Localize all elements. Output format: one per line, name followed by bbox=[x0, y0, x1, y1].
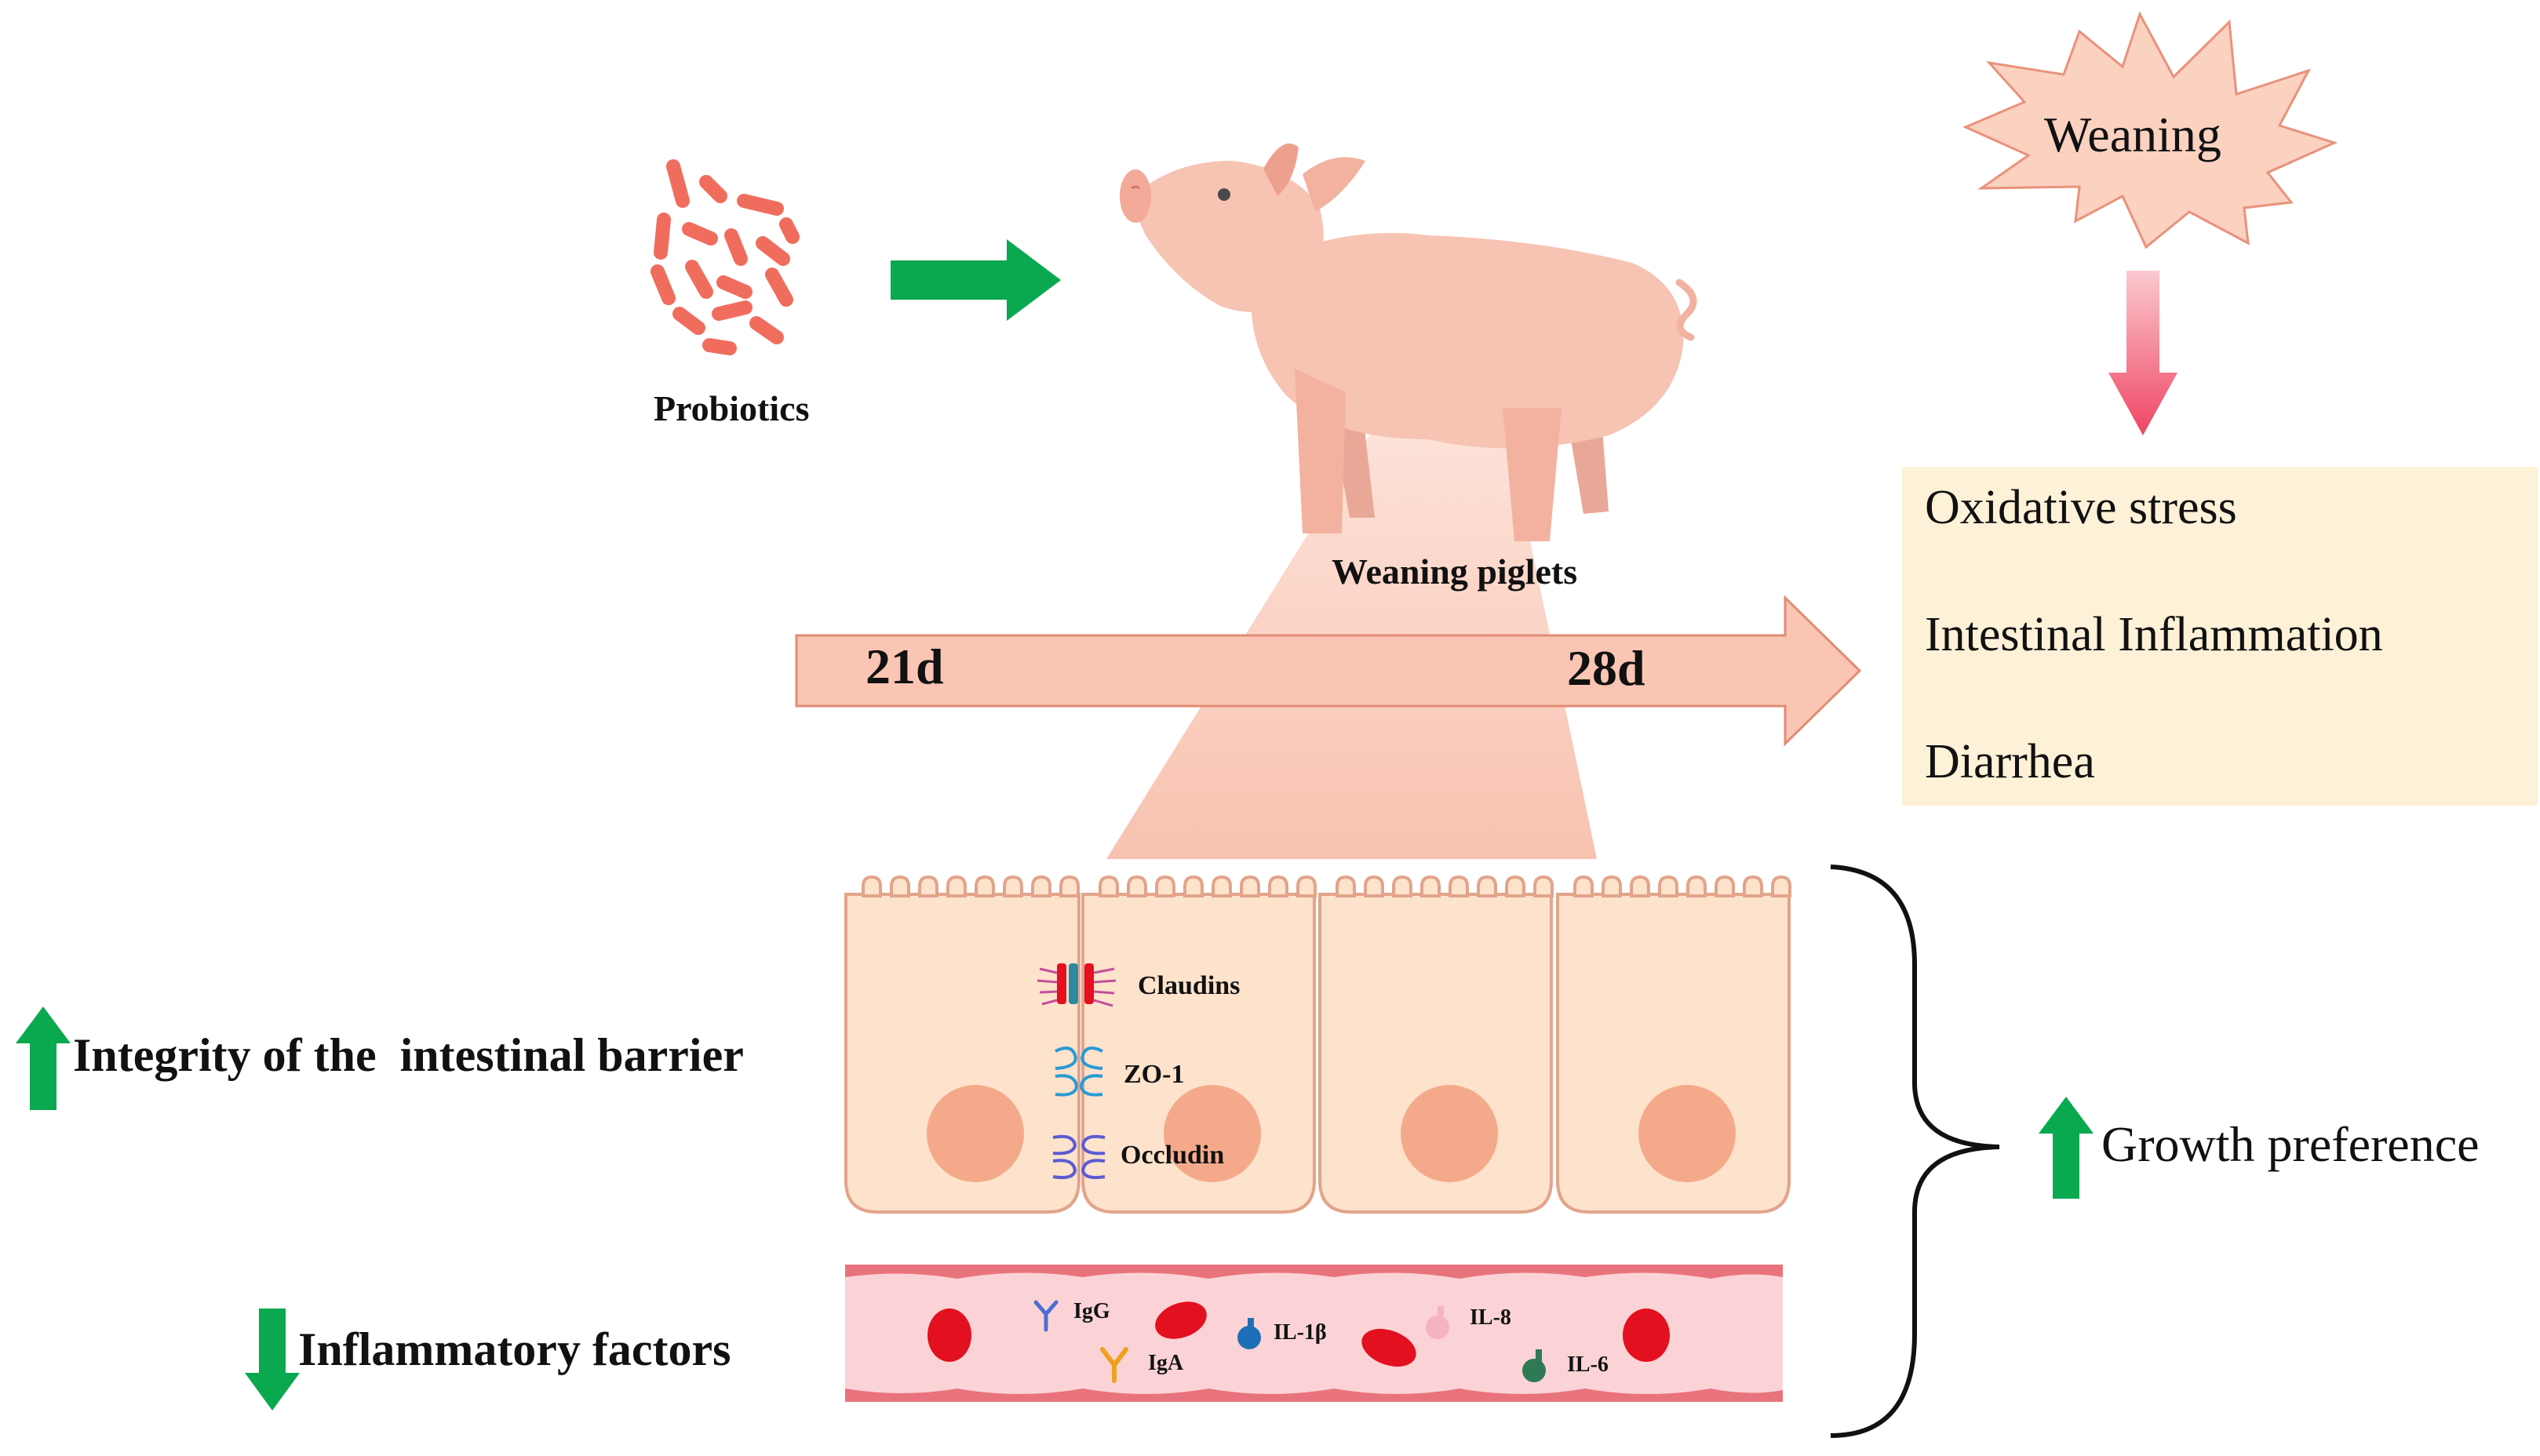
microvillus bbox=[1003, 875, 1023, 897]
microvillus bbox=[1533, 875, 1554, 897]
microvillus bbox=[1336, 875, 1356, 897]
growth-label: Growth preference bbox=[2101, 1116, 2480, 1172]
microvillus bbox=[1059, 875, 1080, 897]
growth-up-arrow bbox=[2039, 1097, 2094, 1199]
microvillus bbox=[1212, 875, 1232, 897]
zo-1-icon bbox=[1055, 1046, 1103, 1097]
microvillus bbox=[1127, 875, 1147, 897]
timeline-start-label: 21d bbox=[865, 639, 944, 694]
microvillus bbox=[1602, 875, 1622, 897]
barrier-label: Integrity of the intestinal barrier bbox=[73, 1029, 744, 1081]
red-blood-cell bbox=[1361, 1328, 1416, 1367]
microvillus bbox=[1183, 875, 1204, 897]
microvillus bbox=[862, 875, 882, 897]
microvillus bbox=[1420, 875, 1441, 897]
red-blood-cell bbox=[1623, 1309, 1670, 1362]
microvillus bbox=[1477, 875, 1497, 897]
piglet-label: Weaning piglets bbox=[1332, 551, 1578, 592]
barrier-up-arrow bbox=[16, 1006, 71, 1110]
microvillus bbox=[1658, 875, 1678, 897]
il-6-icon bbox=[1522, 1349, 1546, 1382]
microvillus bbox=[890, 875, 910, 897]
inflammation-down-arrow bbox=[245, 1309, 300, 1410]
weaning-starburst bbox=[1962, 11, 2338, 249]
occludin-label: Occludin bbox=[1121, 1141, 1225, 1170]
weaning-effects-box bbox=[1902, 467, 2538, 806]
microvillus bbox=[1099, 875, 1119, 897]
microvillus bbox=[918, 875, 938, 897]
microvillus bbox=[1240, 875, 1260, 897]
microvillus bbox=[1392, 875, 1412, 897]
il-8-icon bbox=[1426, 1306, 1449, 1339]
red-blood-cell bbox=[1155, 1301, 1207, 1339]
il-1b-icon bbox=[1237, 1318, 1261, 1349]
inflammation-label: Inflammatory factors bbox=[298, 1323, 731, 1375]
microvillus bbox=[1743, 875, 1763, 897]
microvillus bbox=[1296, 875, 1317, 897]
nucleus bbox=[1164, 1085, 1261, 1182]
microvillus bbox=[1686, 875, 1707, 897]
microvillus bbox=[975, 875, 995, 897]
iga-icon bbox=[1100, 1347, 1128, 1383]
weaning-label: Weaning bbox=[2044, 107, 2221, 162]
probiotics-icon bbox=[650, 159, 800, 355]
microvillus bbox=[1715, 875, 1735, 897]
igg-label: IgG bbox=[1073, 1299, 1110, 1323]
timeline-end-label: 28d bbox=[1567, 640, 1645, 696]
microvillus bbox=[1630, 875, 1650, 897]
magnification-beam bbox=[1106, 353, 1597, 859]
zo-1-label: ZO-1 bbox=[1124, 1060, 1185, 1089]
effect-item: Diarrhea bbox=[1925, 735, 2095, 788]
effect-item: Intestinal Inflammation bbox=[1925, 608, 2383, 661]
microvillus bbox=[946, 875, 967, 897]
nucleus bbox=[927, 1085, 1024, 1182]
probiotics-label: Probiotics bbox=[654, 388, 810, 428]
microvillus bbox=[1031, 875, 1051, 897]
claudins-icon bbox=[1037, 963, 1117, 1007]
claudins-label: Claudins bbox=[1138, 971, 1241, 1000]
iga-label: IgA bbox=[1148, 1351, 1184, 1375]
nucleus bbox=[1401, 1085, 1498, 1182]
microvillus bbox=[1573, 875, 1594, 897]
red-blood-cells bbox=[927, 1301, 1670, 1367]
igg-icon bbox=[1033, 1300, 1059, 1332]
red-blood-cell bbox=[927, 1309, 971, 1362]
il-6-label: IL-6 bbox=[1567, 1352, 1609, 1377]
microvillus bbox=[1771, 875, 1791, 897]
microvillus bbox=[1505, 875, 1525, 897]
nucleus bbox=[1638, 1085, 1736, 1182]
effect-item: Oxidative stress bbox=[1925, 481, 2237, 534]
cell-nuclei bbox=[927, 1085, 1736, 1182]
il-1b-label: IL-1β bbox=[1274, 1320, 1327, 1345]
il-8-label: IL-8 bbox=[1470, 1305, 1511, 1330]
microvillus bbox=[1155, 875, 1175, 897]
piglet-icon bbox=[1120, 143, 1697, 541]
occludin-icon bbox=[1052, 1134, 1106, 1179]
timeline-arrow bbox=[795, 595, 1862, 747]
microvilli bbox=[862, 875, 1791, 897]
microvillus bbox=[1268, 875, 1288, 897]
microvillus bbox=[1449, 875, 1469, 897]
microvillus bbox=[1364, 875, 1384, 897]
curly-brace bbox=[1830, 864, 2000, 1438]
green-arrow-right bbox=[891, 239, 1061, 321]
pink-arrow-down bbox=[2108, 271, 2177, 435]
